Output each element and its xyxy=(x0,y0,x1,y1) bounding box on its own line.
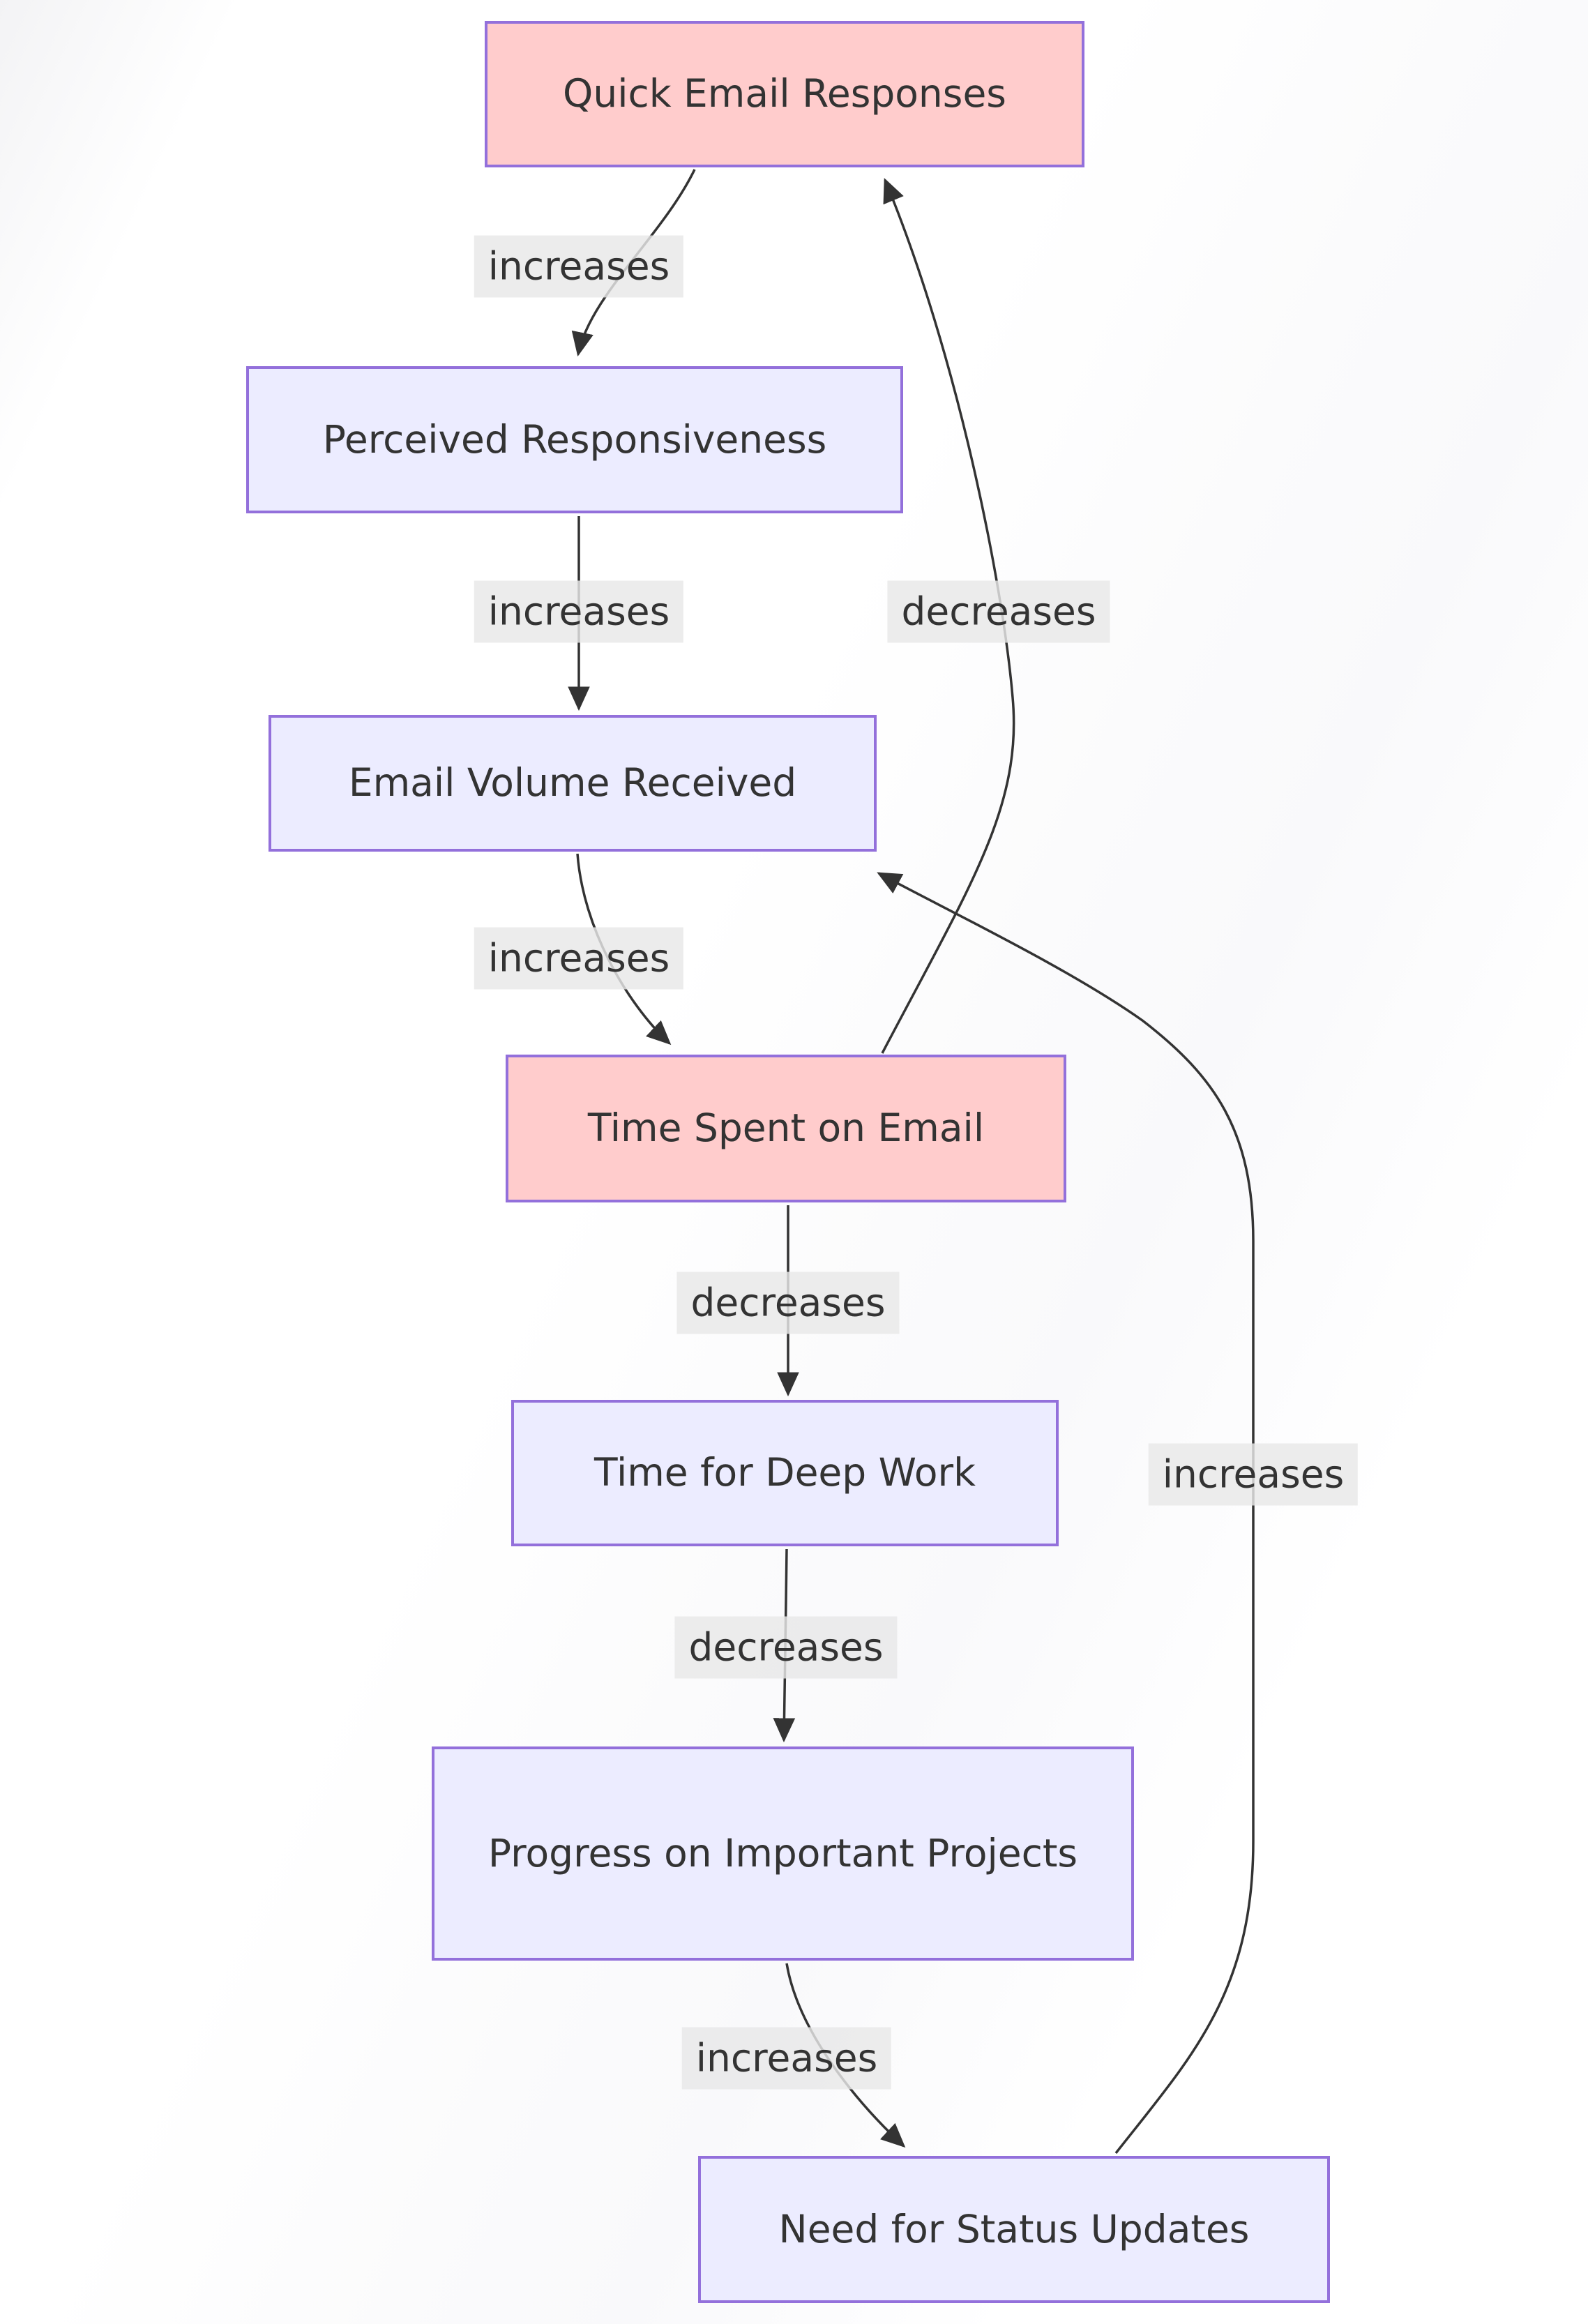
node-label: Quick Email Responses xyxy=(563,71,1006,116)
edge-label-increases-1: increases xyxy=(474,235,684,298)
edge-time-spent-to-quick-email xyxy=(881,178,1015,1054)
node-email-volume-received: Email Volume Received xyxy=(269,715,877,852)
node-label: Time for Deep Work xyxy=(594,1450,976,1495)
node-label: Perceived Responsiveness xyxy=(322,416,827,462)
edge-label-decreases-3: decreases xyxy=(674,1616,898,1679)
node-label: Email Volume Received xyxy=(348,760,797,806)
node-progress-on-important-projects: Progress on Important Projects xyxy=(432,1746,1134,1961)
edge-label-increases-5: increases xyxy=(1148,1443,1359,1506)
edge-label-increases-4: increases xyxy=(681,2027,892,2090)
node-label: Progress on Important Projects xyxy=(487,1830,1078,1876)
node-perceived-responsiveness: Perceived Responsiveness xyxy=(246,366,903,513)
node-quick-email-responses: Quick Email Responses xyxy=(485,21,1084,167)
node-label: Need for Status Updates xyxy=(778,2206,1250,2251)
node-time-spent-on-email: Time Spent on Email xyxy=(506,1055,1066,1202)
node-need-for-status-updates: Need for Status Updates xyxy=(698,2156,1330,2303)
edge-status-updates-to-email-volume xyxy=(877,872,1255,2155)
node-time-for-deep-work: Time for Deep Work xyxy=(511,1400,1059,1546)
edge-label-increases-3: increases xyxy=(474,927,684,990)
edge-label-decreases-2: decreases xyxy=(676,1272,900,1334)
edge-label-increases-2: increases xyxy=(474,580,684,643)
node-label: Time Spent on Email xyxy=(587,1106,985,1151)
edge-label-decreases-1: decreases xyxy=(887,580,1110,643)
